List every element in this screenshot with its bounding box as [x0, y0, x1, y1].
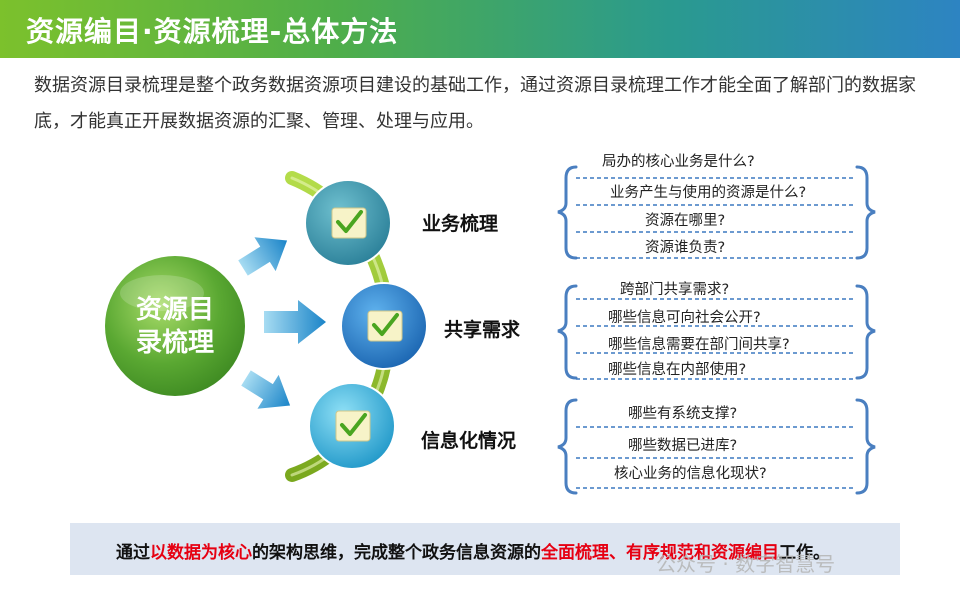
summary-banner: 通过以数据为核心的架构思维，完成整个政务信息资源的全面梳理、有序规范和资源编目工…: [70, 523, 900, 575]
watermark: 公众号 · 数字智慧号: [656, 552, 836, 576]
dashed-dividers: [576, 177, 854, 489]
core-label: 资源目 录梳理: [135, 295, 214, 358]
title-bar: 资源编目·资源梳理-总体方法: [0, 0, 960, 58]
check-icon: [331, 207, 367, 239]
question-item: 核心业务的信息化现状?: [614, 466, 767, 482]
bracket-icon: [557, 398, 876, 495]
question-item: 哪些信息需要在部门间共享?: [608, 337, 790, 353]
node-label-sharing: 共享需求: [444, 319, 521, 341]
arrow-right-icon: [238, 237, 288, 276]
question-item: 哪些数据已进库?: [628, 438, 738, 454]
question-item: 资源谁负责?: [645, 240, 726, 256]
question-item: 哪些有系统支撑?: [628, 406, 738, 422]
question-item: 跨部门共享需求?: [620, 282, 730, 298]
question-item: 资源在哪里?: [645, 213, 726, 229]
arrow-right-icon: [264, 300, 326, 344]
question-item: 局办的核心业务是什么?: [602, 154, 755, 170]
bracket-icon: [557, 165, 876, 260]
node-label-business: 业务梳理: [422, 213, 499, 235]
intro-paragraph: 数据资源目录梳理是整个政务数据资源项目建设的基础工作，通过资源目录梳理工作才能全…: [34, 75, 916, 132]
arrow-right-icon: [241, 370, 291, 409]
question-item: 哪些信息可向社会公开?: [608, 310, 761, 326]
question-item: 业务产生与使用的资源是什么?: [610, 185, 807, 201]
check-icon: [335, 410, 371, 442]
core-circle: [105, 256, 245, 396]
page-title: 资源编目·资源梳理-总体方法: [26, 15, 399, 48]
question-item: 哪些信息在内部使用?: [608, 362, 747, 378]
summary-text: 通过以数据为核心的架构思维，完成整个政务信息资源的全面梳理、有序规范和资源编目工…: [116, 543, 830, 563]
check-icon: [367, 310, 403, 342]
bracket-icon: [557, 284, 876, 380]
node-label-it: 信息化情况: [421, 430, 517, 452]
